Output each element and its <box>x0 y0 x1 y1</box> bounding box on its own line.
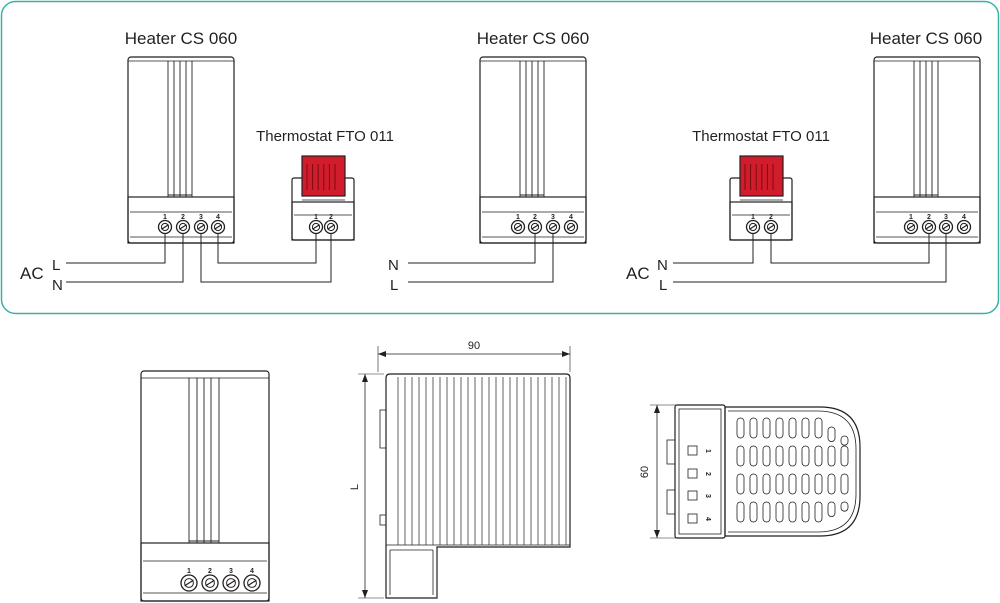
front-terminal-3: 3 <box>229 568 233 575</box>
heater-label-1: Heater CS 060 <box>125 29 237 48</box>
wire-L-1 <box>66 233 166 264</box>
wire-L-3 <box>673 233 947 283</box>
top-terminal-4: 4 <box>704 517 711 521</box>
ac-label-1: AC <box>20 264 44 283</box>
top-terminal-3: 3 <box>704 494 711 498</box>
heater1-terminal-2: 2 <box>181 214 185 221</box>
side-width-dimension: 90 <box>468 340 480 352</box>
screw-terminal-icon <box>201 574 219 592</box>
heater1-terminal-1: 1 <box>163 214 167 221</box>
screw-terminal-icon <box>921 219 937 235</box>
thermo3-terminal-2: 2 <box>769 214 773 221</box>
heater2-terminal-3: 3 <box>551 214 555 221</box>
wire-label-1-bottom: N <box>52 277 63 294</box>
front-view-screws <box>180 574 261 592</box>
screw-terminal-icon <box>763 219 779 235</box>
front-terminal-2: 2 <box>208 568 212 575</box>
screw-terminal-icon <box>222 574 240 592</box>
heater-unit-2 <box>479 56 587 244</box>
heater2-screws <box>510 219 579 235</box>
thermo1-screws <box>308 219 339 235</box>
top-terminal-1: 1 <box>704 449 711 453</box>
wiring-panel <box>0 0 1000 315</box>
heater2-terminal-1: 1 <box>516 214 520 221</box>
heater-label-2: Heater CS 060 <box>477 29 589 48</box>
front-terminal-1: 1 <box>187 568 191 575</box>
heater-unit-1 <box>127 56 235 244</box>
wire-N-3 <box>673 233 754 264</box>
screw-terminal-icon <box>545 219 561 235</box>
screw-terminal-icon <box>956 219 972 235</box>
wire-heater-thermo-a <box>200 233 332 283</box>
heater3-terminal-3: 3 <box>944 214 948 221</box>
screw-terminal-icon <box>745 219 761 235</box>
screw-terminal-icon <box>157 219 173 235</box>
heater1-screws <box>157 219 226 235</box>
screw-terminal-icon <box>193 219 209 235</box>
top-terminal-2: 2 <box>704 472 711 476</box>
screw-terminal-icon <box>938 219 954 235</box>
heater1-terminal-3: 3 <box>199 214 203 221</box>
heater3-terminal-2: 2 <box>927 214 931 221</box>
side-height-dimension: L <box>349 484 361 490</box>
heater2-terminal-2: 2 <box>533 214 537 221</box>
wiring-diagram-1: Heater CS 060 1 2 3 4 Thermostat FTO 011 <box>20 29 394 294</box>
wire-label-1-top: L <box>52 257 60 274</box>
wire-label-2-bottom: L <box>390 277 398 294</box>
screw-terminal-icon <box>903 219 919 235</box>
thermostat-unit-1 <box>291 155 355 241</box>
heater-label-3: Heater CS 060 <box>870 29 982 48</box>
side-view-drawing: 90 L <box>349 340 571 599</box>
screw-terminal-icon <box>210 219 226 235</box>
screw-terminal-icon <box>180 574 198 592</box>
wire-thermo-heater-3 <box>770 233 930 264</box>
screw-terminal-icon <box>323 219 339 235</box>
wiring-diagram-2: Heater CS 060 1 2 3 4 N L <box>388 29 589 294</box>
wire-N-1 <box>66 233 184 283</box>
top-depth-dimension: 60 <box>639 466 651 478</box>
thermo3-terminal-1: 1 <box>751 214 755 221</box>
front-terminal-4: 4 <box>250 568 254 575</box>
thermostat-label-3: Thermostat FTO 011 <box>692 128 830 145</box>
wiring-diagram-3: Heater CS 060 1 2 3 4 Thermostat FTO 011 <box>626 29 982 294</box>
wire-heater-thermo-b <box>217 233 317 264</box>
screw-terminal-icon <box>527 219 543 235</box>
wire-label-3-top: N <box>657 257 668 274</box>
heater3-terminal-1: 1 <box>909 214 913 221</box>
screw-terminal-icon <box>308 219 324 235</box>
screw-terminal-icon <box>243 574 261 592</box>
heater2-terminal-4: 4 <box>569 214 573 221</box>
thermo3-screws <box>745 219 779 235</box>
wire-label-3-bottom: L <box>659 277 667 294</box>
top-view-drawing: 60 1 2 3 4 <box>639 404 861 539</box>
front-view-drawing <box>140 370 270 602</box>
wire-label-2-top: N <box>388 257 399 274</box>
heater3-terminal-4: 4 <box>962 214 966 221</box>
thermostat-unit-3 <box>729 155 793 241</box>
thermo1-terminal-1: 1 <box>314 214 318 221</box>
ac-label-3: AC <box>626 264 650 283</box>
screw-terminal-icon <box>175 219 191 235</box>
wire-N-2 <box>408 233 536 264</box>
heater3-screws <box>903 219 972 235</box>
wire-L-2 <box>408 233 554 283</box>
top-view-vent-slots <box>736 417 849 523</box>
thermostat-label-1: Thermostat FTO 011 <box>256 128 394 145</box>
screw-terminal-icon <box>563 219 579 235</box>
thermo1-terminal-2: 2 <box>329 214 333 221</box>
heater1-terminal-4: 4 <box>216 214 220 221</box>
screw-terminal-icon <box>510 219 526 235</box>
heater-unit-3 <box>873 56 981 244</box>
